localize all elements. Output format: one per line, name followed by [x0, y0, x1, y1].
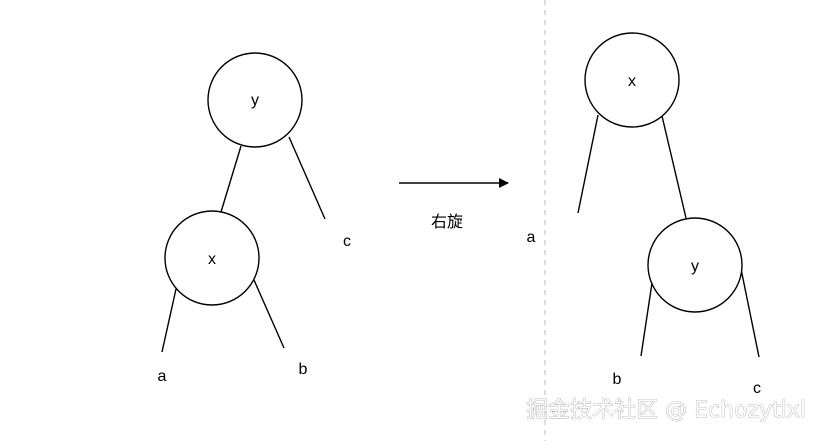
right-node-y [647, 217, 743, 313]
left-node-y-label: y [251, 92, 259, 109]
left-edge-y-c [288, 136, 326, 220]
left-node-x [164, 210, 260, 306]
right-leaf-c-label: c [753, 380, 761, 397]
right-node-x [584, 32, 680, 128]
right-edge-y-b [640, 282, 653, 357]
right-leaf-a-label: a [527, 229, 536, 246]
left-edge-y-x [220, 145, 242, 213]
left-tree: y x c a b [158, 52, 351, 385]
left-leaf-b-label: b [299, 361, 308, 378]
arrow-label: 右旋 [431, 213, 463, 231]
left-node-y [207, 52, 303, 148]
right-edge-x-y [661, 115, 687, 219]
right-node-x-label: x [628, 73, 636, 90]
right-edge-x-a [577, 114, 599, 214]
left-edge-x-a [161, 288, 177, 353]
right-leaf-b-label: b [613, 371, 622, 388]
watermark-text: 掘金技术社区 @ Echozytlxl [526, 398, 806, 423]
left-node-x-label: x [208, 251, 216, 268]
right-tree: x y a b c [527, 32, 761, 397]
right-node-y-label: y [691, 258, 699, 275]
left-edge-x-b [253, 279, 285, 349]
left-leaf-c-label: c [343, 233, 351, 250]
rotation-arrow: 右旋 [399, 178, 509, 231]
right-edge-y-c [739, 263, 760, 358]
left-leaf-a-label: a [158, 368, 167, 385]
